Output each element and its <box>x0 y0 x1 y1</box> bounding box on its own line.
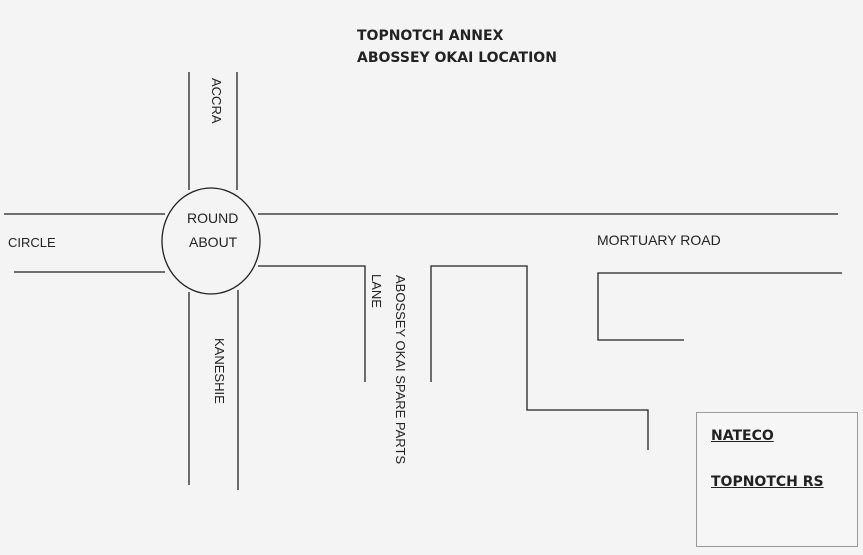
lane-label: LANE <box>369 274 384 308</box>
title-line-1: TOPNOTCH ANNEX <box>357 28 504 44</box>
nateco-label: NATECO <box>711 428 774 444</box>
mortuary-road-label: MORTUARY ROAD <box>597 232 721 248</box>
kaneshie-label: KANESHIE <box>212 338 227 404</box>
circle-label: CIRCLE <box>8 235 56 250</box>
roundabout-label-line-1: ROUND <box>187 210 239 226</box>
roundabout-label-line-2: ABOUT <box>189 234 238 250</box>
roundabout-circle <box>161 187 261 295</box>
side-road <box>597 272 842 341</box>
location-box: NATECO TOPNOTCH RS <box>696 412 858 547</box>
accra-label: ACCRA <box>209 78 224 124</box>
title-line-2: ABOSSEY OKAI LOCATION <box>357 50 557 66</box>
topnotch-rs-label: TOPNOTCH RS <box>711 474 824 490</box>
lane-road-left-edge <box>258 265 366 382</box>
spare-parts-label: ABOSSEY OKAI SPARE PARTS <box>393 275 408 465</box>
lane-road-right-edge <box>430 265 649 450</box>
